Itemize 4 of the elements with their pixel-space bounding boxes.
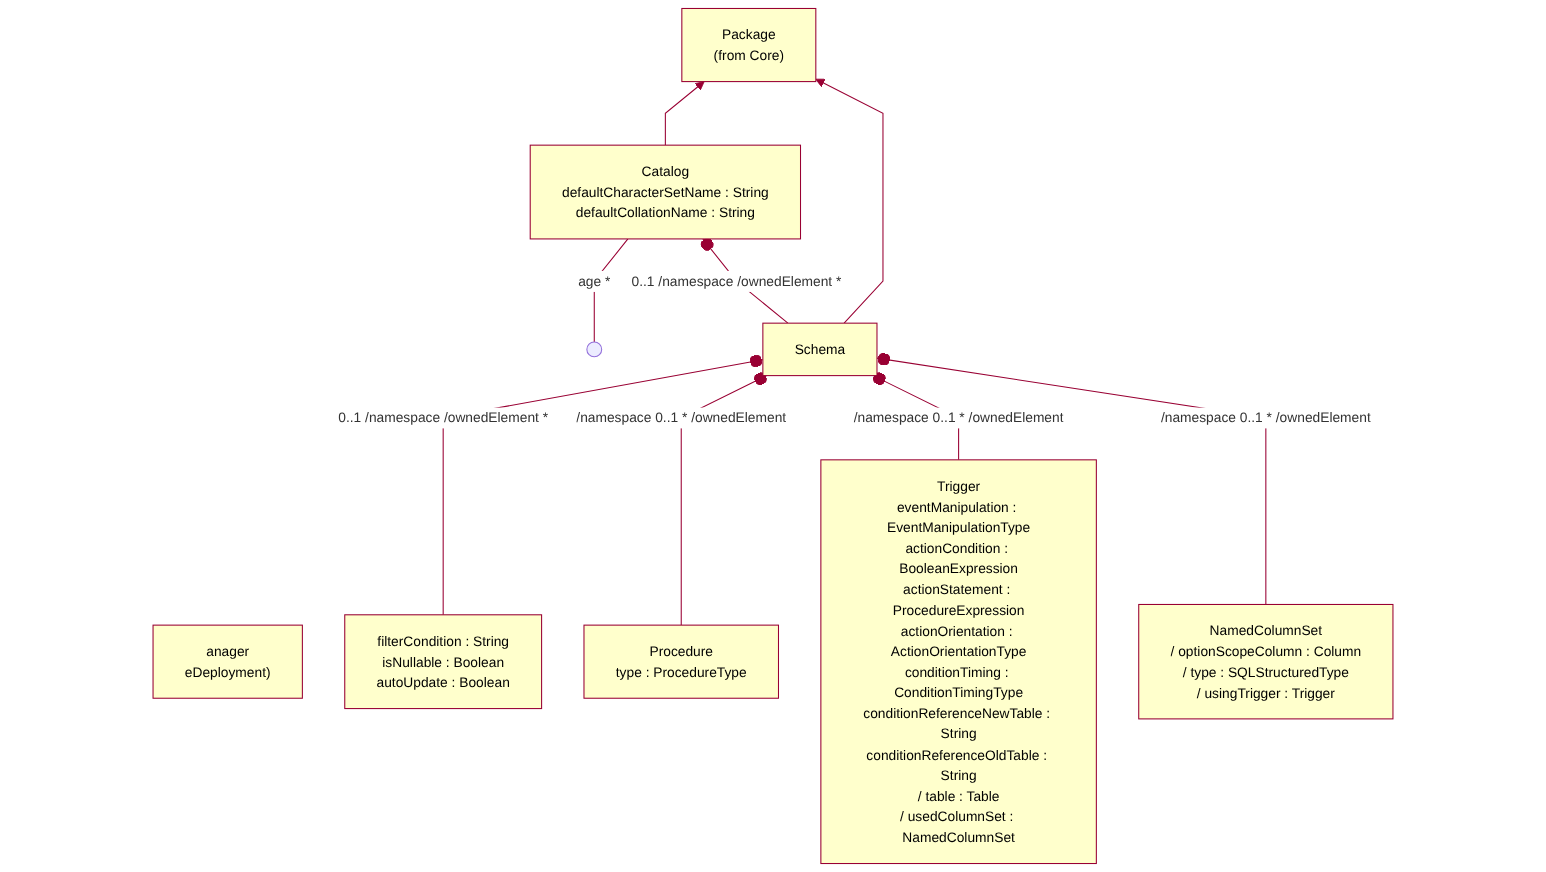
connector	[593, 238, 629, 343]
connector	[680, 372, 768, 626]
arrow	[815, 78, 884, 324]
arrow	[664, 81, 705, 146]
